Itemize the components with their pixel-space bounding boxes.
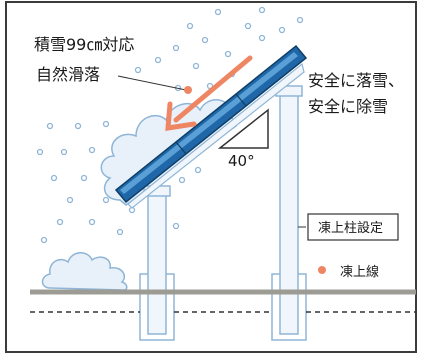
snow-callout-dot [184,86,192,94]
ground-snow-pile [41,252,128,291]
solar-panel [114,44,308,204]
frost-post-setting-box [307,213,399,241]
panel-rail [127,62,305,209]
natural-slide-label: 自然滑落 [36,65,100,84]
snow-dots [36,6,304,244]
frost-line-dot [318,266,326,274]
frost-line-label: 凍上線 [340,264,379,280]
snow-load-label: 積雪99㎝対応 [34,35,134,54]
right-post [271,85,307,341]
safety-label-line2: 安全に除雪 [308,97,388,116]
angle-label: 40° [228,152,255,170]
frame-border [5,1,417,353]
left-post [139,185,175,341]
frost-post-setting-label: 凍上柱設定 [318,220,383,236]
slide-arrow [165,55,253,131]
snow-callout-line [117,75,187,91]
angle-marker [217,108,269,149]
safety-label-line1: 安全に落雪、 [308,71,404,90]
